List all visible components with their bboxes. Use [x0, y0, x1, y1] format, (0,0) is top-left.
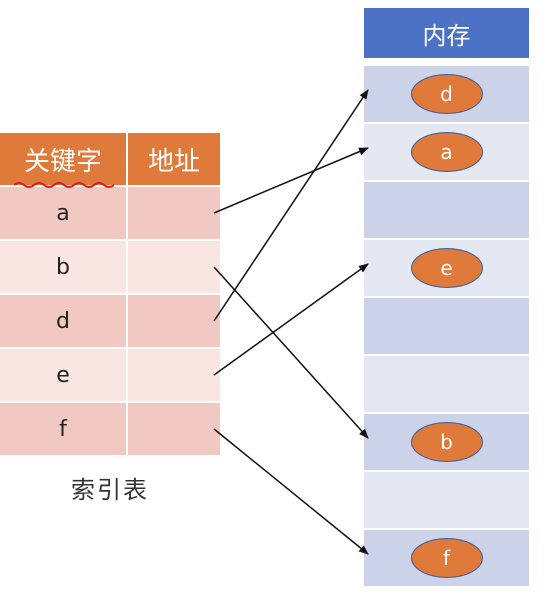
memory-cell: e [364, 240, 529, 296]
memory-cell [364, 356, 529, 412]
index-table-row: b [0, 241, 220, 293]
index-address-cell [128, 349, 220, 401]
index-key-cell: d [0, 295, 126, 347]
pointer-arrow-d [213, 89, 369, 322]
memory-cell: a [364, 124, 529, 180]
index-key-cell: f [0, 403, 126, 455]
key-column-label: 关键字 [23, 146, 102, 177]
memory-value-oval: d [410, 74, 483, 114]
spellcheck-squiggle [14, 182, 114, 188]
memory-value-oval: f [410, 538, 483, 578]
index-table-row: e [0, 349, 220, 401]
index-table-row: d [0, 295, 220, 347]
index-table-row: a [0, 187, 220, 239]
index-address-cell [128, 295, 220, 347]
address-column-label: 地址 [147, 146, 200, 177]
index-table-header: 关键字 地址 [0, 133, 220, 188]
index-key-cell: a [0, 187, 126, 239]
memory-cell: b [364, 414, 529, 470]
pointer-arrow-e [213, 263, 369, 376]
memory-value-oval: b [410, 422, 483, 462]
index-address-cell [128, 241, 220, 293]
memory-cell: f [364, 530, 529, 586]
index-address-cell [128, 187, 220, 239]
index-key-cell: b [0, 241, 126, 293]
memory-cell [364, 182, 529, 238]
pointer-arrow-f [213, 428, 369, 555]
index-table-caption: 索引表 [71, 476, 149, 504]
memory-cell [364, 298, 529, 354]
memory-cell: d [364, 66, 529, 122]
index-address-cell [128, 403, 220, 455]
pointer-arrow-a [213, 147, 369, 214]
memory-value-oval: e [410, 248, 483, 288]
memory-value-oval: a [410, 132, 483, 172]
key-column-header: 关键字 [0, 133, 126, 188]
index-key-cell: e [0, 349, 126, 401]
address-column-header: 地址 [128, 133, 220, 185]
pointer-arrow-b [213, 266, 369, 439]
index-table-row: f [0, 403, 220, 455]
memory-header: 内存 [364, 8, 529, 58]
memory-cell [364, 472, 529, 528]
